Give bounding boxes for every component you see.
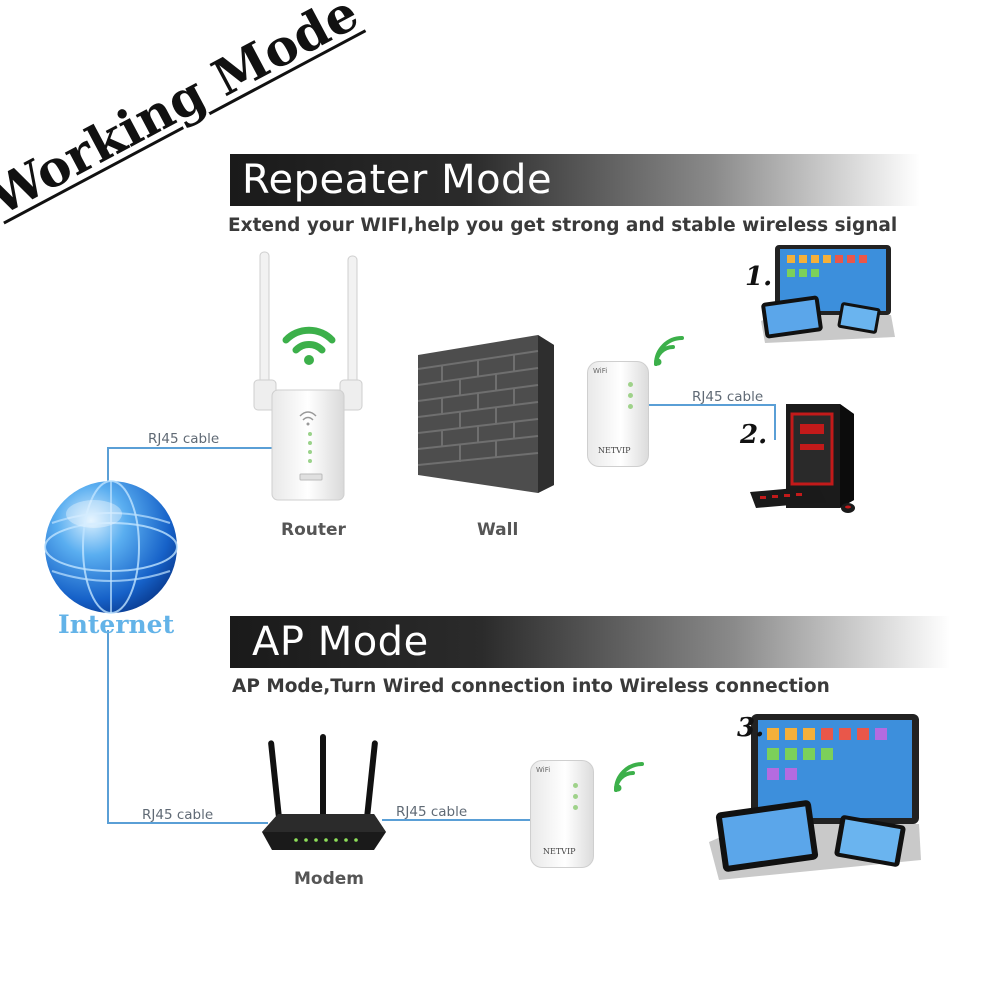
wifi-signal-icon (614, 762, 644, 792)
internet-globe-icon (44, 480, 178, 614)
ap-mode-title: AP Mode (252, 619, 429, 665)
cable-label-internet-modem: RJ45 cable (142, 807, 214, 823)
internet-label: Internet (58, 610, 175, 639)
cable-label-internet-router: RJ45 cable (148, 431, 220, 447)
repeater-mode-title: Repeater Mode (242, 157, 553, 203)
device-number-1: 1. (745, 262, 773, 292)
led-indicators (628, 382, 633, 409)
wifi-badge: WiFi (536, 766, 551, 774)
laptop-tablet-phone-image (709, 714, 921, 880)
repeater-banner (230, 154, 920, 206)
router-label: Router (281, 520, 346, 540)
cable-label-modem-ap: RJ45 cable (396, 804, 468, 820)
brick-wall-image (418, 335, 554, 493)
cable-internet-modem (107, 630, 268, 824)
repeater-device: WiFi NETVIP (587, 361, 649, 467)
laptop-tablet-phone-image (761, 245, 895, 343)
device-number-3: 3. (737, 713, 765, 743)
device-brand: NETVIP (543, 847, 576, 856)
cable-repeater-pc (640, 404, 776, 440)
ap-device: WiFi NETVIP (530, 760, 594, 868)
device-number-2: 2. (740, 420, 768, 450)
modem-device (262, 734, 386, 850)
device-brand: NETVIP (598, 446, 631, 455)
repeater-subtitle: Extend your WIFI,help you get strong and… (228, 215, 898, 236)
wifi-signal-icon (654, 336, 684, 366)
wifi-signal-icon (282, 326, 336, 365)
modem-label: Modem (294, 869, 365, 889)
wifi-badge: WiFi (593, 367, 608, 375)
cable-label-repeater-pc: RJ45 cable (692, 389, 764, 405)
wall-label: Wall (477, 520, 519, 540)
ap-banner (230, 616, 950, 668)
desktop-pc-image (750, 404, 855, 513)
ap-subtitle: AP Mode,Turn Wired connection into Wirel… (232, 676, 830, 697)
router-device (253, 251, 363, 501)
led-indicators (573, 783, 578, 810)
